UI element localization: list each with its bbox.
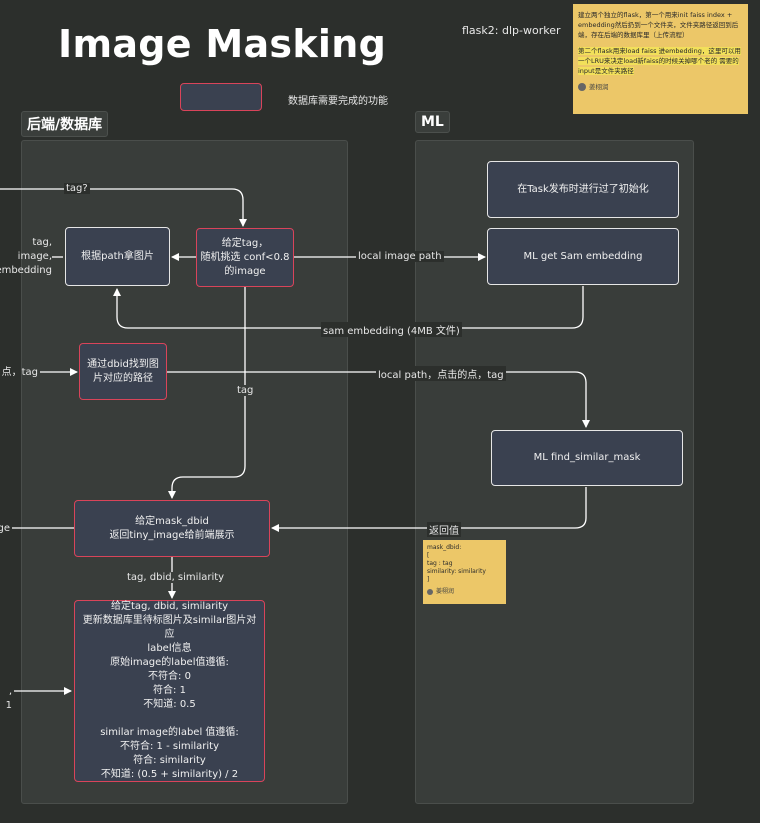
page-subtitle: flask2: dlp-worker bbox=[462, 24, 561, 37]
edge-label-return-value: 返回值 bbox=[427, 522, 461, 537]
ml-sam-embedding-box[interactable]: ML get Sam embedding bbox=[487, 228, 679, 285]
edge-return-value bbox=[271, 487, 587, 532]
find-path-box[interactable]: 通过dbid找到图 片对应的路径 bbox=[79, 343, 167, 400]
page-title: Image Masking bbox=[58, 22, 387, 66]
sticky-large-author-name: 姜栩润 bbox=[589, 83, 609, 91]
return-tiny-image-box[interactable]: 给定mask_dbid 返回tiny_image给前端展示 bbox=[74, 500, 270, 557]
pick-random-image-box[interactable]: 给定tag， 随机挑选 conf<0.8 的image bbox=[196, 228, 294, 287]
fetch-image-box[interactable]: 根据path拿图片 bbox=[65, 227, 170, 286]
sticky-small-line: ] bbox=[427, 576, 430, 583]
column-title-backend: 后端/数据库 bbox=[21, 111, 109, 137]
edge-label-local-image-path: local image path bbox=[356, 251, 444, 262]
left-fragment-click: 点，tag bbox=[1, 367, 38, 378]
sticky-large-line1: 建立两个独立的flask，第一个用来init faiss index + emb… bbox=[578, 11, 739, 39]
sticky-note-small[interactable]: mask_dbid: [ tag : tag similarity: simil… bbox=[423, 540, 506, 604]
sticky-small-line: similarity: similarity bbox=[427, 568, 486, 575]
left-fragment-image: ge bbox=[0, 523, 10, 534]
edge-label-tag-query: tag? bbox=[64, 183, 90, 194]
edge-tag-down bbox=[168, 287, 246, 499]
column-title-ml: ML bbox=[415, 111, 450, 133]
avatar bbox=[578, 83, 586, 91]
ml-find-similar-mask-box[interactable]: ML find_similar_mask bbox=[491, 430, 683, 486]
sticky-note-large[interactable]: 建立两个独立的flask，第一个用来init faiss index + emb… bbox=[573, 4, 748, 114]
avatar bbox=[427, 589, 433, 595]
sticky-large-highlight: 第二个flask用来load faiss 进embedding，这里可以用一个L… bbox=[578, 47, 741, 75]
sticky-small-line: mask_dbid: bbox=[427, 544, 462, 551]
sticky-small-line: tag : tag bbox=[427, 560, 453, 567]
sticky-small-line: [ bbox=[427, 552, 430, 559]
sticky-small-author-name: 姜栩润 bbox=[436, 588, 455, 595]
edge-tag-query bbox=[0, 188, 247, 227]
edge-label-tag-dbid-similarity: tag, dbid, similarity bbox=[125, 572, 227, 583]
ml-init-box[interactable]: 在Task发布时进行过了初始化 bbox=[487, 161, 679, 218]
sticky-large-author: 姜栩润 bbox=[578, 82, 743, 92]
edge-label-tag-down: tag bbox=[235, 385, 256, 396]
legend-swatch bbox=[180, 83, 262, 111]
sticky-small-author: 姜栩润 bbox=[427, 588, 502, 596]
legend-label: 数据库需要完成的功能 bbox=[288, 96, 388, 107]
sticky-large-line2: 第二个flask用来load faiss 进embedding，这里可以用一个L… bbox=[578, 46, 743, 76]
edge-label-sam-embedding: sam embedding (4MB 文件) bbox=[321, 322, 462, 337]
left-fragment-value: , 1 bbox=[5, 686, 12, 711]
update-labels-box[interactable]: 给定tag, dbid, similarity 更新数据库里待标图片及simil… bbox=[74, 600, 265, 782]
edge-local-path-click bbox=[167, 371, 590, 428]
left-fragment-inputs: tag, image, embedding bbox=[0, 237, 52, 276]
edge-label-local-path-click: local path，点击的点，tag bbox=[376, 366, 506, 381]
